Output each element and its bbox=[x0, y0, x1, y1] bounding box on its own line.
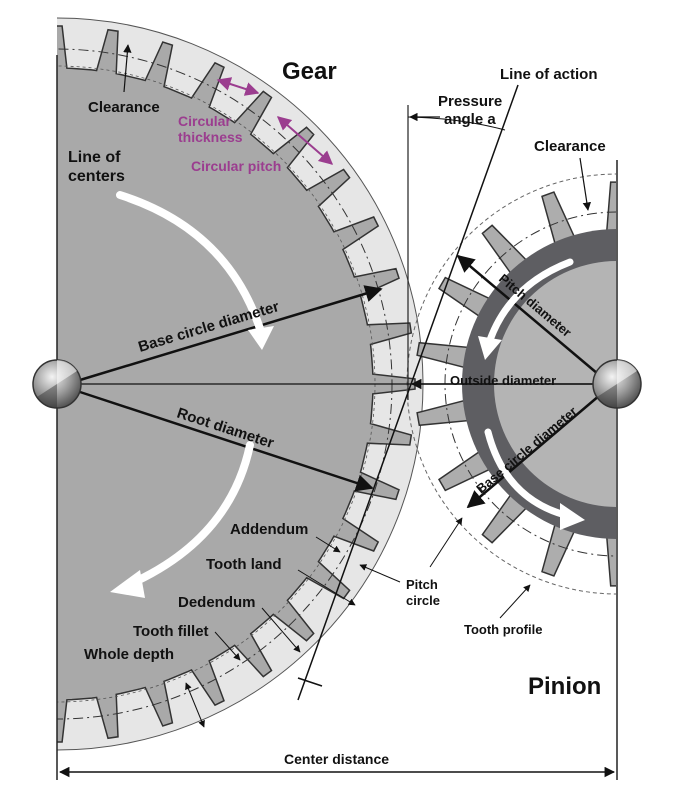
clearance-gear-leader bbox=[123, 44, 132, 93]
pinion-rotation-arrow-lower-head bbox=[560, 503, 585, 530]
tooth-profile-leader bbox=[499, 584, 531, 619]
whole-depth-dim bbox=[185, 682, 205, 728]
line-of-action-line bbox=[297, 84, 519, 701]
gear-rotation-arrow-lower bbox=[124, 441, 254, 589]
gear-title: Gear bbox=[282, 58, 337, 85]
pitch-circle-leader-2 bbox=[429, 517, 463, 568]
pressure-angle-label-2: angle a bbox=[444, 111, 496, 128]
pitch-circle-label-1: Pitch bbox=[406, 577, 438, 592]
pinion-rotation-arrow-lower bbox=[484, 428, 569, 519]
gear-rotation-arrow-upper-head bbox=[248, 326, 274, 350]
clearance-gear-label: Clearance bbox=[88, 99, 160, 116]
clearance-pinion-leader bbox=[579, 157, 592, 211]
pressure-angle-arc bbox=[407, 116, 506, 131]
tooth-land-leader bbox=[297, 569, 356, 606]
line-of-action-label: Line of action bbox=[500, 66, 598, 83]
base-circle-diameter-gear-arrow bbox=[79, 285, 383, 382]
circular-thickness-label-1: Circular bbox=[178, 113, 231, 129]
pinion-rotation-arrow-upper-head bbox=[478, 336, 502, 360]
base-circle-diameter-pinion-arrow bbox=[466, 394, 601, 509]
gear-rotation-arrow-lower-head bbox=[110, 570, 145, 598]
pitch-circle-leader bbox=[359, 564, 401, 583]
line-of-centers-label-1: Line of bbox=[68, 149, 121, 166]
circular-thickness-label-2: thickness bbox=[178, 129, 243, 145]
addendum-leader bbox=[315, 536, 341, 553]
tooth-land-label: Tooth land bbox=[206, 556, 282, 573]
circular-pitch-label: Circular pitch bbox=[191, 158, 281, 174]
pressure-angle-label-1: Pressure bbox=[438, 93, 502, 110]
pitch-diameter-arrow bbox=[456, 254, 599, 375]
pitch-circle-label-2: circle bbox=[406, 593, 440, 608]
whole-depth-label: Whole depth bbox=[84, 646, 174, 663]
outside-diameter-label: Outside diameter bbox=[450, 373, 556, 388]
clearance-pinion-label: Clearance bbox=[534, 138, 606, 155]
tooth-fillet-leader bbox=[214, 631, 241, 661]
gear-rotation-arrow-upper bbox=[116, 191, 266, 339]
hub-icon bbox=[32, 359, 82, 409]
root-diameter-arrow bbox=[79, 390, 374, 492]
line-of-action-tick bbox=[297, 677, 323, 687]
tooth-profile-label: Tooth profile bbox=[464, 622, 542, 637]
center-distance-label: Center distance bbox=[284, 751, 389, 767]
pinion-title: Pinion bbox=[528, 673, 601, 700]
circular-thickness-arrow bbox=[216, 77, 260, 96]
hub-icon bbox=[592, 359, 642, 409]
line-of-centers-label-2: centers bbox=[68, 168, 125, 185]
tooth-fillet-label: Tooth fillet bbox=[133, 623, 209, 640]
circular-pitch-arrow bbox=[276, 116, 334, 165]
pinion-rotation-arrow-upper bbox=[486, 258, 574, 344]
addendum-label: Addendum bbox=[230, 521, 308, 538]
dedendum-leader bbox=[261, 607, 301, 653]
dedendum-label: Dedendum bbox=[178, 594, 256, 611]
